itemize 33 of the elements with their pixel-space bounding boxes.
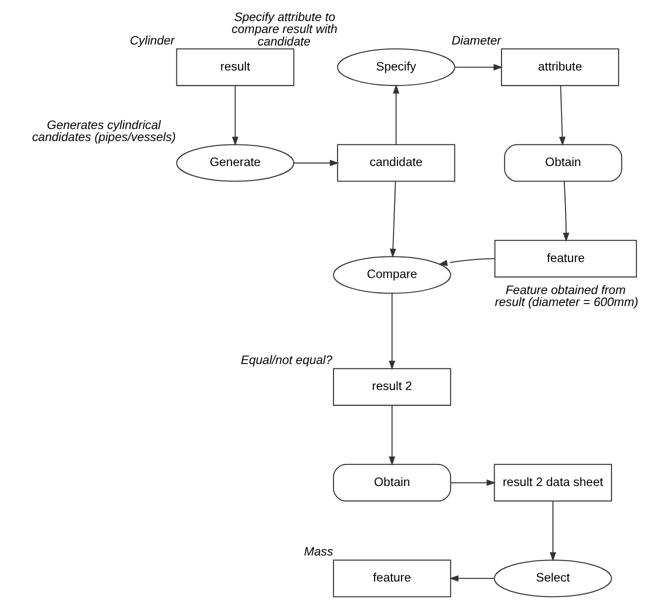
node-box: feature bbox=[494, 240, 636, 278]
arrow bbox=[388, 406, 395, 466]
arrow bbox=[558, 86, 566, 146]
node-label: Generates cylindrical candidates (pipes/vessels) bbox=[32, 118, 176, 144]
arrow bbox=[450, 480, 496, 486]
node-ellipse: Select bbox=[493, 560, 612, 598]
node-box: candidate bbox=[336, 144, 455, 182]
arrow bbox=[549, 501, 556, 562]
node-label: Mass bbox=[303, 544, 333, 559]
node-label: Feature obtained from result (diameter = 600mm) bbox=[494, 282, 638, 310]
node-label: Equal/not equal? bbox=[240, 353, 332, 368]
arrow bbox=[448, 575, 494, 582]
arrow bbox=[389, 182, 396, 258]
node-box: result bbox=[176, 48, 294, 86]
node-ellipse: Generate bbox=[176, 144, 294, 182]
arrow bbox=[438, 258, 494, 266]
arrow bbox=[294, 160, 339, 166]
node-box: result 2 data sheet bbox=[493, 464, 612, 502]
node-label: Specify attribute to compare result with candidate bbox=[231, 10, 337, 48]
arrow bbox=[454, 64, 502, 70]
arrow bbox=[562, 182, 569, 242]
node-box: Obtain bbox=[332, 464, 451, 502]
node-ellipse: Compare bbox=[332, 256, 451, 294]
node-box: attribute bbox=[500, 48, 619, 86]
arrow bbox=[388, 294, 395, 370]
node-box: Obtain bbox=[504, 144, 622, 182]
node-label: Cylinder bbox=[129, 33, 174, 48]
node-box: result 2 bbox=[332, 368, 451, 406]
arrow bbox=[392, 84, 399, 144]
node-box: feature bbox=[332, 560, 451, 598]
node-label: Diameter bbox=[451, 33, 501, 48]
arrow bbox=[232, 86, 238, 146]
node-ellipse: Specify bbox=[336, 48, 455, 86]
